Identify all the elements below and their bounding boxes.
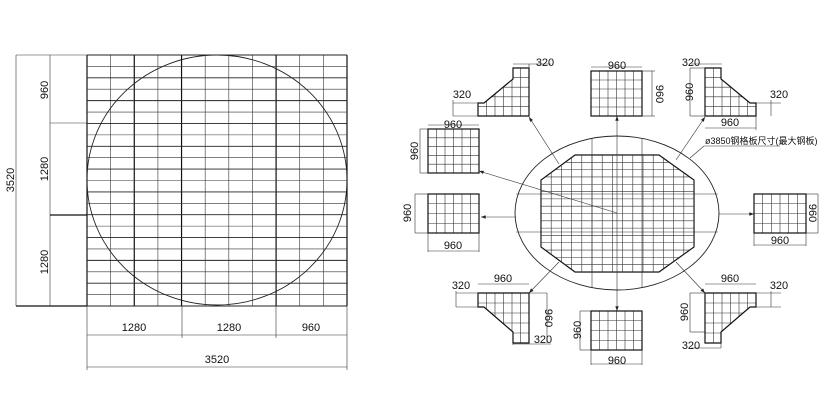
arrowhead-icon (479, 170, 484, 175)
dim-label: 320 (770, 89, 788, 101)
panel-labels: 320 320 960 960 320 960 320 960 960 960 … (402, 57, 818, 367)
panel-left-upper (427, 128, 480, 174)
arrowhead-icon (615, 116, 619, 121)
exploded-panel-view: ø3850钢格板尺寸(最大钢板) 320 320 960 960 320 960… (402, 57, 819, 367)
dim-label: 320 (536, 57, 554, 69)
dim-label: 960 (721, 117, 739, 129)
dim-label: 960 (608, 60, 626, 72)
dim-label: 960 (402, 204, 414, 222)
dim-label: 960 (444, 240, 462, 252)
panel-left-outline (427, 193, 480, 234)
col-dim-label: 1280 (217, 322, 241, 334)
col-dim-label: 960 (302, 322, 320, 334)
dim-label: 960 (409, 142, 421, 160)
dim-label: 320 (453, 89, 471, 101)
col-dim-label: 1280 (122, 322, 146, 334)
center-grid (541, 155, 694, 272)
arrowhead-icon (749, 212, 754, 216)
diameter-note: ø3850钢格板尺寸(最大钢板) (689, 135, 818, 159)
arrowhead-icon (700, 117, 705, 122)
leader-line (478, 170, 618, 214)
panels (414, 63, 819, 365)
panel-left-upper-outline (427, 128, 480, 174)
dim-label: 960 (444, 119, 462, 131)
panel-top-center (590, 70, 643, 117)
panel-bottom-center-outline (590, 310, 643, 351)
grating-grid (86, 54, 348, 307)
dim-label: 960 (806, 204, 818, 222)
row-dim-label: 960 (39, 81, 51, 99)
leader-line (528, 116, 560, 165)
dim-label: 960 (653, 85, 665, 103)
dim-label: 960 (679, 303, 691, 321)
panel-bottom-left-outline (477, 292, 530, 344)
arrowhead-icon (481, 215, 486, 219)
horizontal-dimensions: 1280 1280 960 3520 (86, 306, 348, 370)
dim-label: 960 (494, 273, 512, 285)
panel-top-center-outline (590, 70, 643, 117)
dim-label: 320 (770, 280, 788, 292)
row-dim-label: 1280 (39, 157, 51, 181)
overall-width-label: 3520 (205, 354, 229, 366)
panel-bottom-right-outline (704, 292, 757, 344)
panel-bottom-left (478, 293, 529, 343)
dim-label: 960 (572, 321, 584, 339)
panel-top-right-outline (704, 67, 757, 117)
overall-height-label: 3520 (5, 168, 17, 192)
panel-top-left-outline (477, 67, 530, 117)
arrowhead-icon (529, 117, 533, 122)
vessel-circle (86, 54, 348, 306)
dim-label: 960 (542, 309, 554, 327)
arrowhead-icon (700, 288, 705, 293)
dim-label: 320 (682, 340, 700, 352)
leader-arrows (478, 116, 754, 311)
leader-line (528, 261, 560, 294)
vertical-dimensions: 3520 960 1280 1280 (5, 54, 87, 307)
panel-top-right (705, 68, 756, 116)
diameter-note-text: ø3850钢格板尺寸(最大钢板) (705, 135, 818, 146)
full-plan-view: 3520 960 1280 1280 1280 1280 960 3520 (5, 54, 348, 370)
panel-right-outline (753, 193, 807, 234)
dim-label: 960 (608, 355, 626, 367)
arrowhead-icon (529, 288, 534, 293)
dim-label: 960 (771, 235, 789, 247)
panel-top-left (478, 68, 529, 116)
row-dim-label: 1280 (39, 250, 51, 274)
dim-label: 320 (534, 334, 552, 346)
panel-bottom-center (590, 310, 643, 351)
arrowhead-icon (615, 306, 619, 311)
dim-label: 960 (684, 83, 696, 101)
panel-left (427, 193, 480, 234)
dim-label: 960 (721, 273, 739, 285)
panel-right (753, 193, 807, 234)
dim-label: 320 (452, 280, 470, 292)
leader-line (675, 261, 706, 294)
leader-line (675, 116, 706, 161)
dim-label: 320 (682, 57, 700, 69)
panel-bottom-right (705, 293, 756, 343)
